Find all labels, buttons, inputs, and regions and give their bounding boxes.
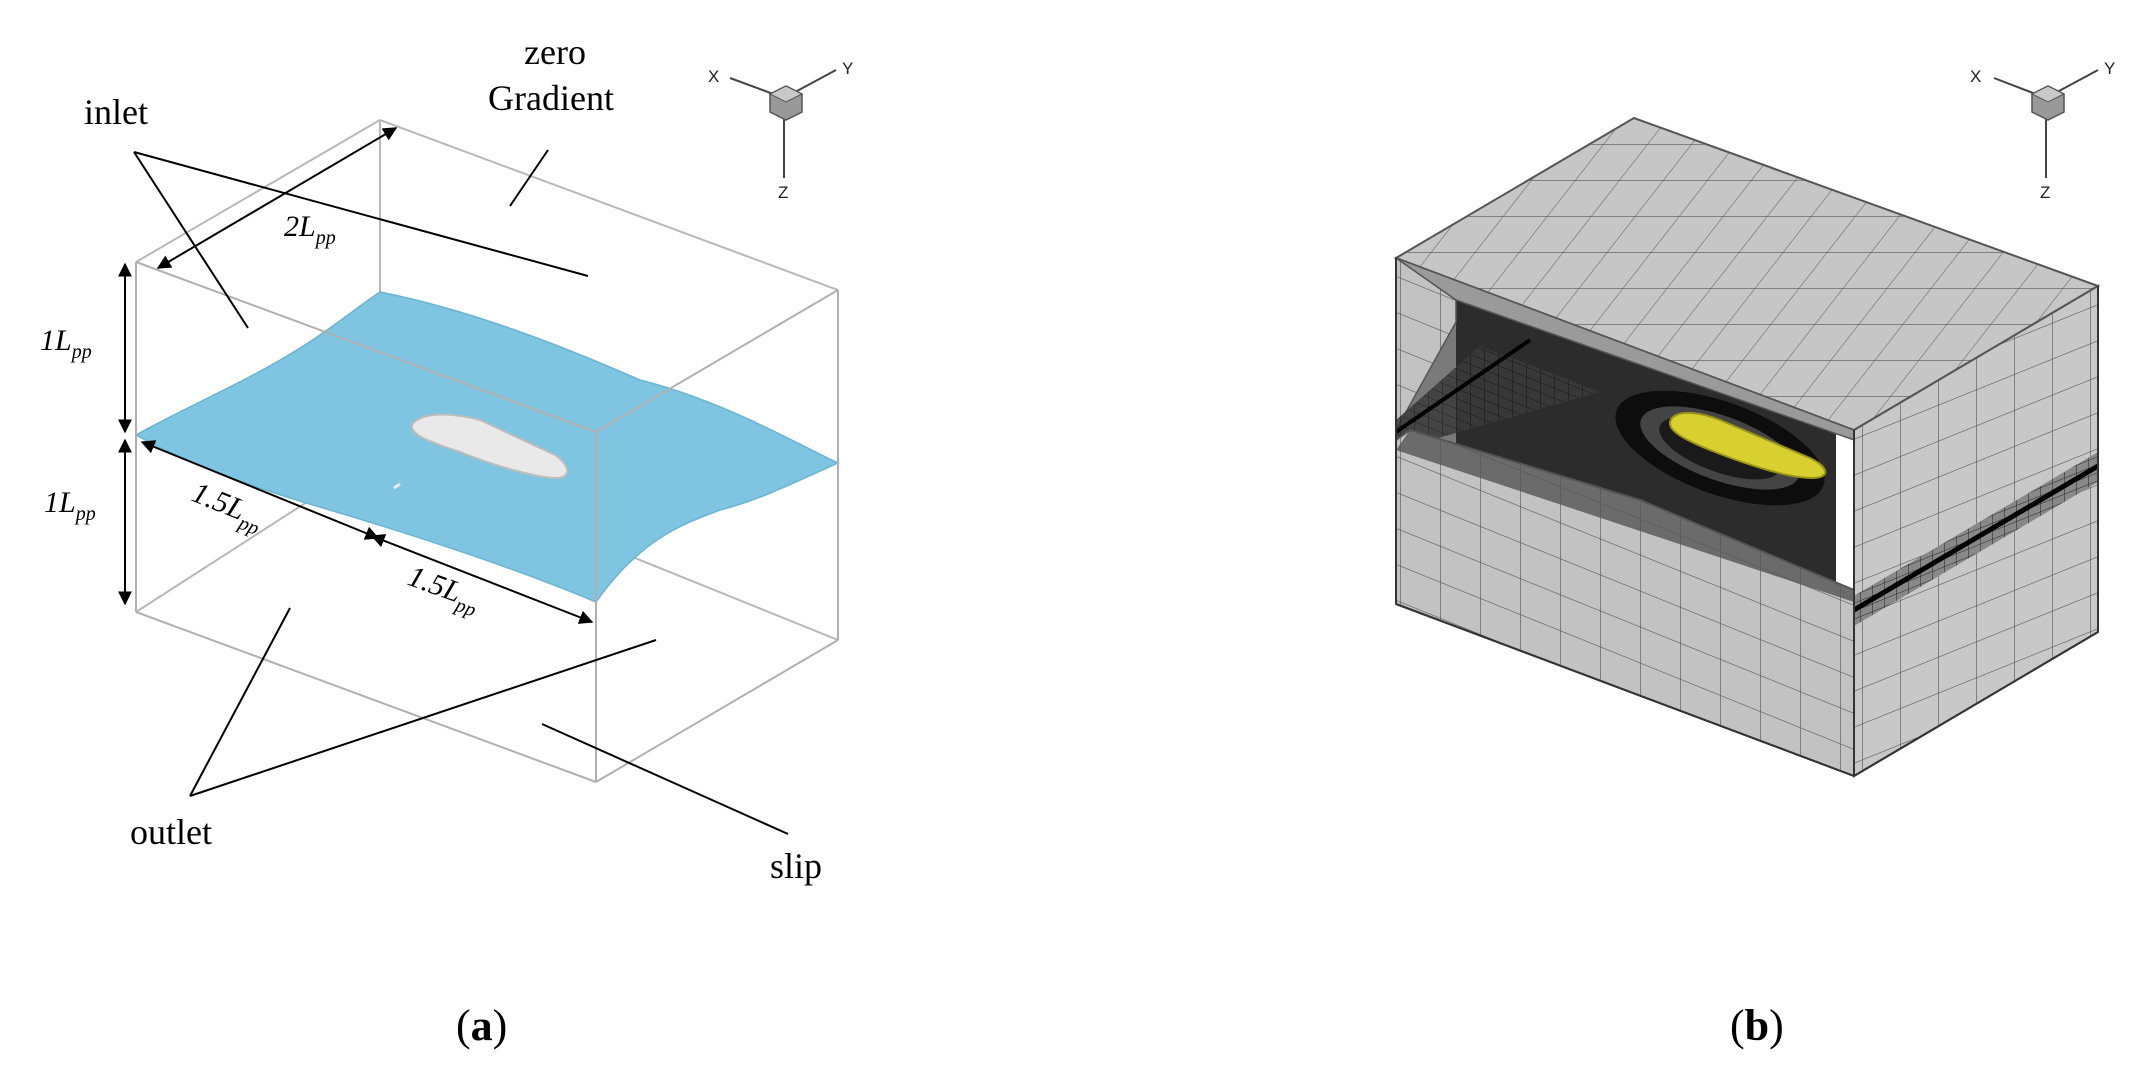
panel-b-mesh-diagram: X Y Z [1393,59,2115,778]
dim-height-upper-value: 1L [40,324,72,357]
axis-x-label-a: X [708,67,719,86]
caption-a-letter: a [471,1001,493,1050]
label-slip: slip [770,846,822,886]
domain-box-front-edges [135,261,839,783]
caption-a-open: ( [456,1001,471,1050]
axis-z-label-b: Z [2040,183,2050,202]
caption-a-close: ) [493,1001,508,1050]
dimension-arrows [118,127,594,624]
dim-height-upper-sub: pp [70,341,92,363]
axis-y-label-b: Y [2104,59,2115,78]
caption-b: (b) [1730,1001,1784,1050]
dim-width: 2Lpp [284,210,336,249]
axis-triad-a: X Y Z [708,59,853,202]
label-zero: zero [524,32,586,72]
ship-hull [410,413,569,480]
label-gradient: Gradient [488,78,614,118]
dim-height-lower: 1Lpp [44,486,96,525]
label-outlet: outlet [130,812,212,852]
dim-height-lower-sub: pp [74,503,96,525]
dim-length-back: 1.5Lpp [402,560,485,622]
mesh-floor-face [1396,430,1854,602]
mesh-box-outline [1395,258,2099,777]
caption-b-open: ( [1730,1001,1745,1050]
dim-height-upper: 1Lpp [40,324,92,363]
caption-a: (a) [456,1001,507,1050]
dim-width-sub: pp [314,227,336,249]
dim-width-value: 2L [284,210,316,243]
caption-b-close: ) [1769,1001,1784,1050]
axis-z-label-a: Z [778,183,788,202]
axis-x-label-b: X [1970,67,1981,86]
axis-y-label-a: Y [842,59,853,78]
axis-triad-b: X Y Z [1970,59,2115,202]
caption-b-letter: b [1745,1001,1769,1050]
label-inlet: inlet [84,92,148,132]
mesh-left-fine-band [1396,346,1600,450]
panel-a-domain-diagram: inlet zero Gradient outlet slip 2Lpp 1Lp… [40,32,853,886]
ship-hull-mesh [1669,412,1827,480]
leader-lines [133,149,789,835]
dim-height-lower-value: 1L [44,486,76,519]
